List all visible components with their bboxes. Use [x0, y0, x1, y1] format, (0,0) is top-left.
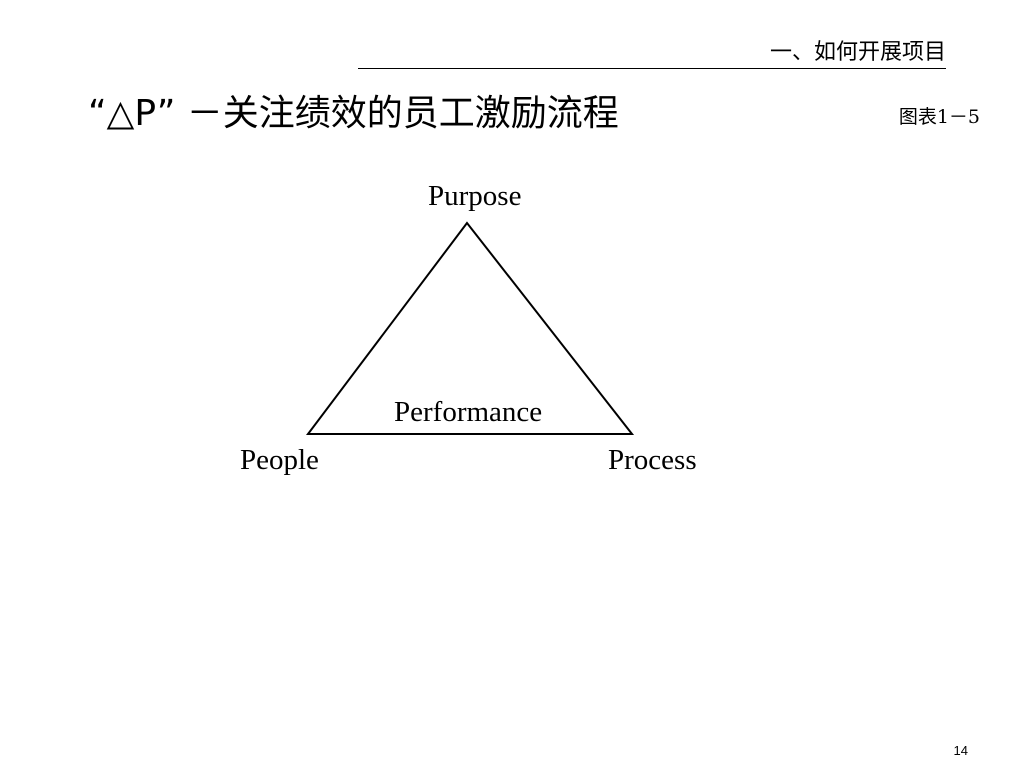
triangle-shape [305, 221, 635, 435]
diagram-label-purpose: Purpose [428, 180, 522, 212]
slide-title: “△P” －关注绩效的员工激励流程 [88, 93, 619, 134]
header-rule [358, 68, 946, 69]
page-number: 14 [953, 743, 968, 758]
figure-label: 图表1－5 [898, 106, 980, 128]
diagram-label-performance: Performance [394, 396, 543, 428]
diagram-label-people: People [240, 444, 319, 476]
section-header: 一、如何开展项目 [769, 40, 946, 65]
diagram-label-process: Process [608, 444, 697, 476]
